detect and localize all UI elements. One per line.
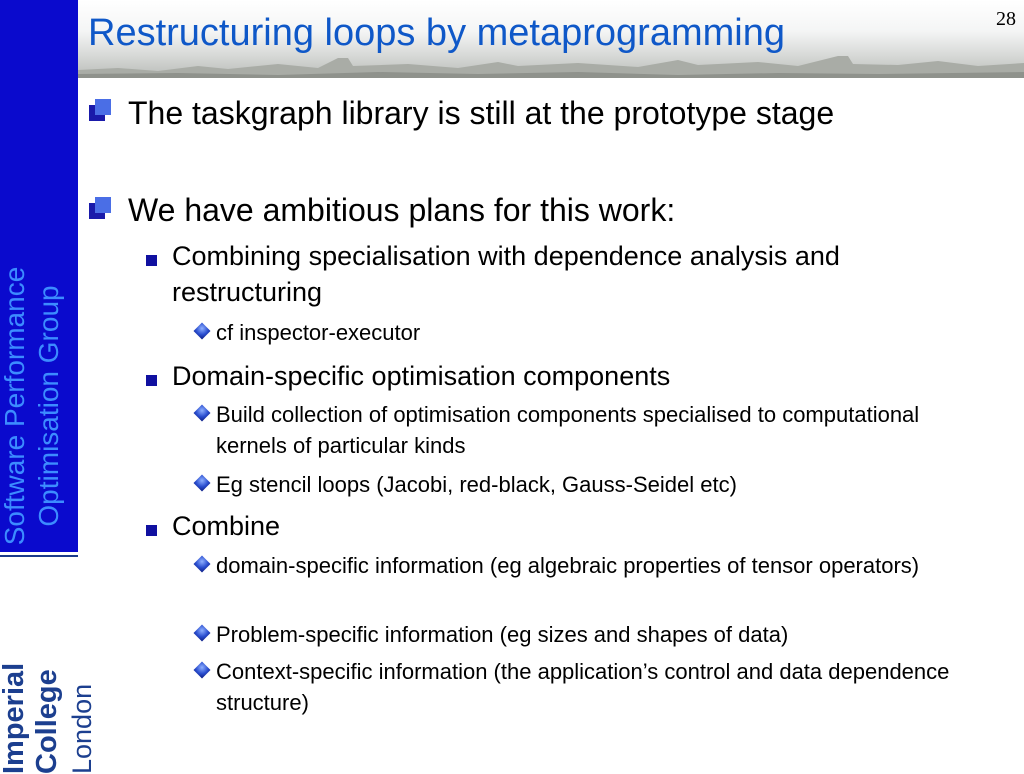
- bullet-level3: cf inspector-executor: [216, 320, 421, 345]
- header-banner: [78, 0, 1024, 78]
- bullet-small-square-icon: [146, 375, 157, 386]
- bullet-square-icon: [89, 197, 111, 219]
- bullet-diamond-icon: [193, 322, 211, 340]
- bullet-level2: Domain-specific optimisation components: [172, 361, 671, 391]
- skyline-image: [78, 56, 1024, 78]
- bullet-small-square-icon: [146, 255, 157, 266]
- bullet-level3: domain-specific information (eg algebrai…: [216, 553, 920, 578]
- sidebar: Software Performance Optimisation Group …: [0, 0, 97, 774]
- bullet-diamond-icon: [193, 404, 211, 422]
- bullet-level1: We have ambitious plans for this work:: [128, 192, 676, 228]
- bullet-level2: Combine: [172, 511, 281, 541]
- bullet-small-square-icon: [146, 525, 157, 536]
- bullet-level3: Context-specific information (the applic…: [216, 659, 950, 715]
- bullet-level1: The taskgraph library is still at the pr…: [128, 95, 835, 131]
- bullet-diamond-icon: [193, 624, 211, 642]
- bullet-diamond-icon: [193, 474, 211, 492]
- slide-title: Restructuring loops by metaprogramming: [88, 12, 785, 54]
- bullet-diamond-icon: [193, 661, 211, 679]
- page-number: 28: [996, 8, 1016, 30]
- bullet-level3: Eg stencil loops (Jacobi, red-black, Gau…: [216, 472, 737, 497]
- bullet-diamond-icon: [193, 555, 211, 573]
- bullet-level3: Build collection of optimisation compone…: [216, 402, 920, 458]
- bullet-level2: Combining specialisation with dependence…: [172, 241, 840, 307]
- logo-area: [0, 552, 78, 768]
- bullet-level3: Problem-specific information (eg sizes a…: [216, 622, 789, 647]
- logo-divider: [0, 555, 78, 557]
- imperial-college-logo: Imperial College London: [0, 558, 97, 774]
- logo-line1: Imperial College: [0, 662, 63, 774]
- bullet-square-icon: [89, 99, 111, 121]
